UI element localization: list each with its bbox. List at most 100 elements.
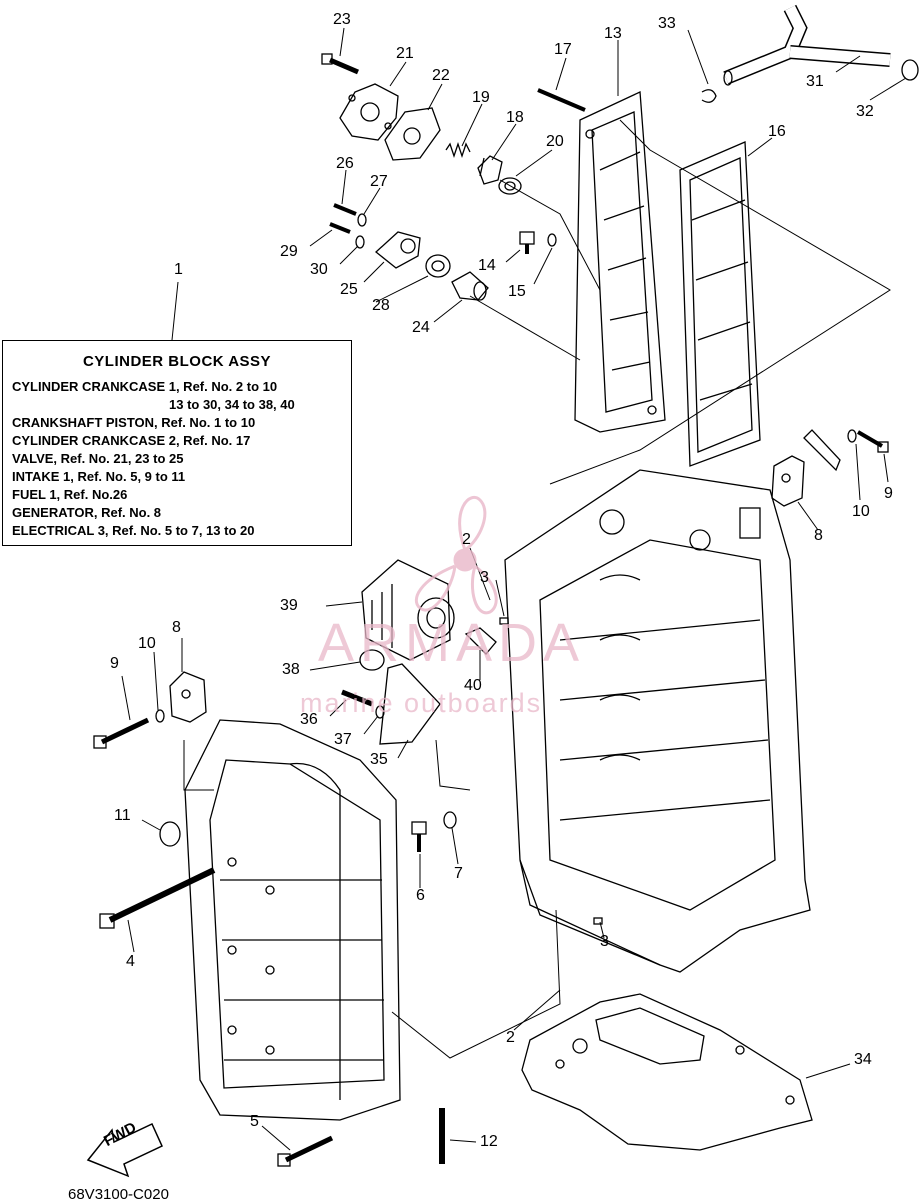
callout-2-top: 2 <box>462 531 471 548</box>
callout-3-top: 3 <box>480 569 489 586</box>
part-thermostat-cover-21 <box>339 83 399 141</box>
diagram-code: 68V3100-C020 <box>68 1186 169 1203</box>
part-clip-33 <box>701 89 717 103</box>
part-bracket-35 <box>379 663 441 745</box>
part-gasket-16 <box>679 141 761 467</box>
part-bracket-8 <box>803 429 841 472</box>
legend-line: CYLINDER CRANKCASE 2, Ref. No. 17 <box>12 433 251 448</box>
part-union-40 <box>464 627 497 655</box>
callout-8-right: 8 <box>814 527 823 544</box>
part-bolt-9-left <box>93 717 150 749</box>
part-crankcase-2 <box>184 719 401 1121</box>
callout-22: 22 <box>432 67 450 84</box>
legend-line: 13 to 30, 34 to 38, 40 <box>169 397 295 412</box>
callout-5: 5 <box>250 1113 259 1130</box>
callout-20: 20 <box>546 133 564 150</box>
callout-10-left: 10 <box>138 635 156 652</box>
callout-15: 15 <box>508 283 526 300</box>
callout-32: 32 <box>856 103 874 120</box>
part-bolt-17 <box>537 88 586 112</box>
part-plate-8 <box>771 455 805 507</box>
part-bolt-5 <box>277 1135 334 1167</box>
part-gasket-22 <box>384 107 441 161</box>
legend-line: INTAKE 1, Ref. No. 5, 9 to 11 <box>12 469 186 484</box>
part-seal-28 <box>425 254 451 278</box>
part-bolt-36 <box>341 689 373 707</box>
callout-17: 17 <box>554 41 572 58</box>
callout-30: 30 <box>310 261 328 278</box>
callout-7: 7 <box>454 865 463 882</box>
legend-line: GENERATOR, Ref. No. 8 <box>12 505 162 520</box>
part-grommet-11 <box>159 821 181 847</box>
callout-18: 18 <box>506 109 524 126</box>
watermark-subtitle: marine outboards <box>300 688 543 718</box>
legend-box: CYLINDER BLOCK ASSY CYLINDER CRANKCASE 1… <box>2 340 352 546</box>
callout-19: 19 <box>472 89 490 106</box>
part-long-bolt-4 <box>99 867 216 929</box>
legend-title: CYLINDER BLOCK ASSY <box>82 353 272 370</box>
callout-31: 31 <box>806 73 824 90</box>
part-washer-30 <box>355 235 365 249</box>
part-holder-25 <box>374 231 421 269</box>
part-cylinder-crankcase-1 <box>504 469 811 973</box>
callout-39: 39 <box>280 597 298 614</box>
part-bolt-9 <box>856 430 889 453</box>
callout-11: 11 <box>114 807 131 824</box>
part-screw-26 <box>333 203 357 216</box>
callout-27: 27 <box>370 173 388 190</box>
legend-line: CYLINDER CRANKCASE 1, Ref. No. 2 to 10 <box>12 379 278 394</box>
part-bolt-14 <box>519 231 535 254</box>
part-washer-10 <box>847 429 857 443</box>
callout-37: 37 <box>334 731 352 748</box>
callout-36: 36 <box>300 711 318 728</box>
fwd-arrow-icon <box>86 1122 163 1178</box>
callout-1: 1 <box>174 261 183 278</box>
watermark-propeller-icon <box>414 496 498 615</box>
callout-26: 26 <box>336 155 354 172</box>
part-bolt-6 <box>411 821 427 852</box>
part-plate-8-left <box>169 671 207 723</box>
callout-34: 34 <box>854 1051 872 1068</box>
callout-29: 29 <box>280 243 298 260</box>
part-dowel-3-top <box>499 617 509 625</box>
part-screw-29 <box>329 222 351 234</box>
callout-9-left: 9 <box>110 655 119 672</box>
callout-33: 33 <box>658 15 676 32</box>
callout-35: 35 <box>370 751 388 768</box>
part-clip-32 <box>901 59 919 81</box>
watermark-brand: ARMADA <box>318 613 586 673</box>
callout-24: 24 <box>412 319 430 336</box>
part-washer-15 <box>547 233 557 247</box>
callout-21: 21 <box>396 45 414 62</box>
callout-4: 4 <box>126 953 135 970</box>
callout-13: 13 <box>604 25 622 42</box>
legend-line: CRANKSHAFT PISTON, Ref. No. 1 to 10 <box>12 415 256 430</box>
legend-line: ELECTRICAL 3, Ref. No. 5 to 7, 13 to 20 <box>12 523 255 538</box>
callout-40: 40 <box>464 677 482 694</box>
part-washer-27 <box>357 213 367 227</box>
part-cover-13 <box>574 91 666 433</box>
part-thermostat-18 <box>477 155 503 185</box>
callout-6: 6 <box>416 887 425 904</box>
part-washer-7 <box>443 811 457 829</box>
part-grommet-20 <box>498 177 522 195</box>
callout-9-right: 9 <box>884 485 893 502</box>
callout-14: 14 <box>478 257 496 274</box>
callout-10-right: 10 <box>852 503 870 520</box>
callout-25: 25 <box>340 281 358 298</box>
callout-12: 12 <box>480 1133 498 1150</box>
part-seal-38 <box>359 649 385 671</box>
part-washer-10-left <box>155 709 165 723</box>
part-bolt-23 <box>321 53 359 75</box>
leader-lines <box>121 27 907 1151</box>
part-spring-19 <box>445 141 471 159</box>
part-dowel-3-bottom <box>593 917 603 925</box>
callout-16: 16 <box>768 123 786 140</box>
legend-line: VALVE, Ref. No. 21, 23 to 25 <box>12 451 184 466</box>
callout-8-left: 8 <box>172 619 181 636</box>
callout-28: 28 <box>372 297 390 314</box>
part-oil-filter-39 <box>361 559 455 661</box>
part-hose-31 <box>723 4 891 86</box>
